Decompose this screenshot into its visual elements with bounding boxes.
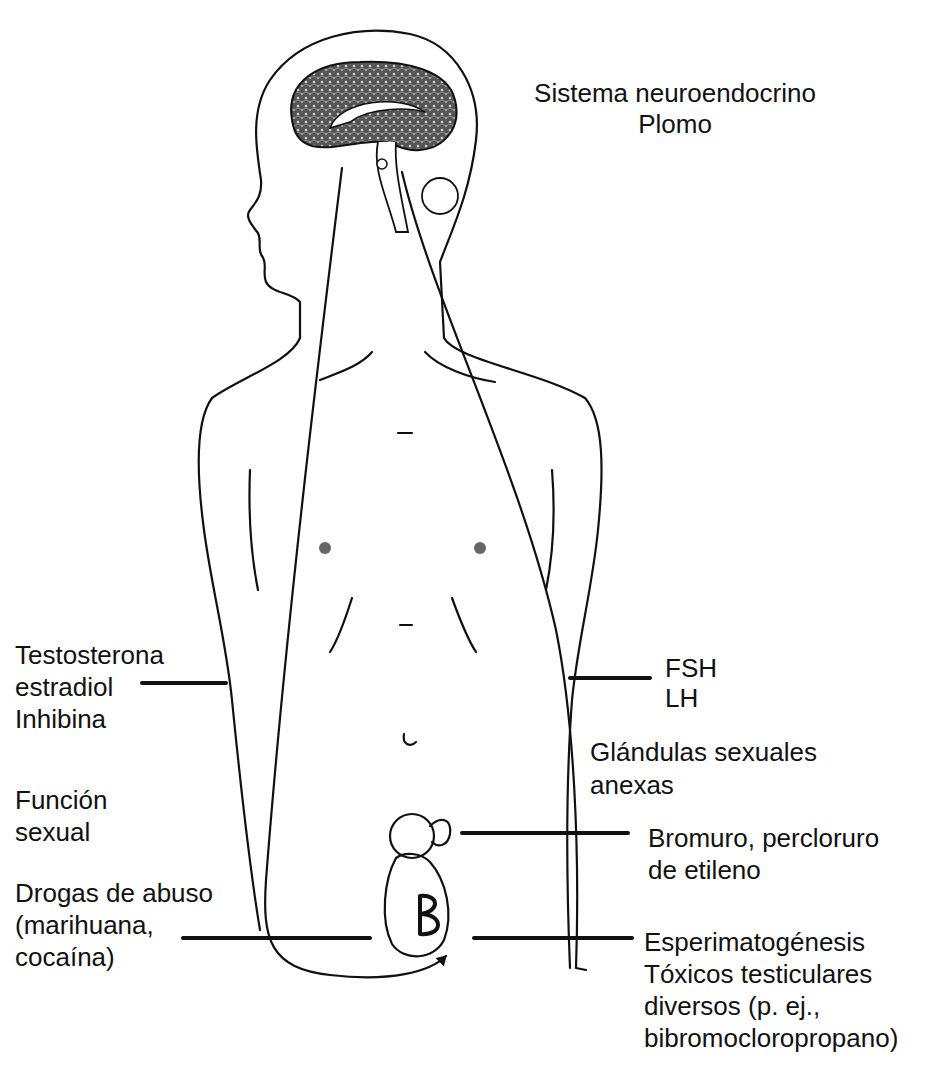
leader-line xyxy=(474,936,632,940)
leader-line xyxy=(462,831,628,835)
toxicant-label: Tóxicos testiculares diversos (p. ej., b… xyxy=(644,958,924,1054)
organ-label: Glándulas sexuales anexas xyxy=(590,736,830,802)
arm-inner-right xyxy=(546,470,554,590)
nipple xyxy=(474,542,486,554)
corpus-callosum xyxy=(330,102,425,128)
toxicant-label: Plomo xyxy=(505,109,845,140)
neck-line xyxy=(425,352,495,382)
leader-line xyxy=(570,676,650,680)
head-outline xyxy=(248,31,477,338)
leader-line xyxy=(183,936,370,940)
toxicant-label: Drogas de abuso (marihuana, cocaína) xyxy=(15,877,225,973)
cerebellum xyxy=(422,178,458,214)
hormone-label: Testosterona estradiol Inhibina xyxy=(15,639,185,735)
hormone-label: FSH LH xyxy=(665,653,745,713)
collarbone-mark xyxy=(398,432,412,434)
nipple xyxy=(319,542,331,554)
brainstem xyxy=(377,142,408,232)
toxicant-label: Bromuro, percloruro de etileno xyxy=(648,822,898,886)
leader-line xyxy=(142,681,226,685)
function-label: Esperimatogénesis xyxy=(644,926,924,958)
body-outline-left xyxy=(199,338,300,930)
brain xyxy=(291,62,456,150)
rib-line xyxy=(452,598,476,652)
testis-outline xyxy=(385,854,449,956)
navel xyxy=(404,734,416,745)
rib-line xyxy=(330,598,352,652)
genital-glands xyxy=(430,820,450,845)
genital-glands xyxy=(390,814,434,858)
pituitary xyxy=(377,159,387,169)
testis-mark xyxy=(420,896,438,934)
arm-inner-left xyxy=(249,470,258,590)
mid-mark xyxy=(400,624,412,626)
neck-line xyxy=(320,352,372,380)
function-label: Función sexual xyxy=(15,784,135,848)
system-label: Sistema neuroendocrino xyxy=(505,78,845,109)
